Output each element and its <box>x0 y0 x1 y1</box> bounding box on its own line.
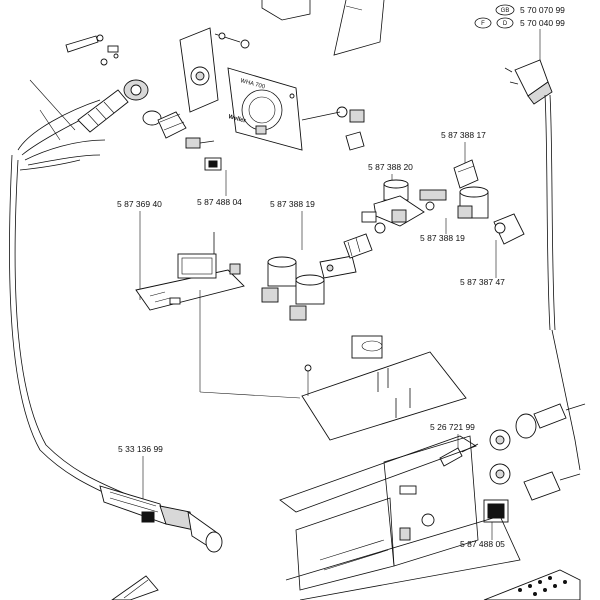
label-pcb: 5 87 369 40 <box>117 199 162 209</box>
top-bracket <box>261 0 385 56</box>
hot-air-pencil: 5 33 136 99 <box>99 444 223 553</box>
label-valve-left: 5 87 388 19 <box>270 199 315 209</box>
country-part-numbers: GB 5 70 070 99 F D 5 70 040 99 <box>474 4 565 60</box>
gb-badge: GB <box>495 4 515 16</box>
label-valve-right-fitting: 5 87 387 47 <box>460 277 505 287</box>
f-badge: F <box>474 17 492 29</box>
lower-housing <box>279 435 521 600</box>
pcb-assembly: 5 87 369 40 <box>117 199 245 311</box>
chassis-base-plate <box>199 290 467 441</box>
cable-bushing-lower <box>489 463 581 501</box>
perforated-cover <box>483 569 581 600</box>
valve-right-assembly: 5 87 388 17 5 87 388 19 5 87 387 47 <box>419 130 525 287</box>
connector-plug <box>77 79 149 133</box>
label-pressure-regulator: 5 87 388 20 <box>368 162 413 172</box>
switch-small <box>204 157 222 171</box>
label-valve-fitting-top: 5 87 388 17 <box>441 130 486 140</box>
cable-bundle <box>9 79 136 506</box>
pressure-regulator: 5 87 388 20 <box>361 162 425 234</box>
hot-air-pencil-stand <box>111 575 159 600</box>
svg-text:5 87 488 04: 5 87 488 04 <box>197 197 242 207</box>
svg-text:F: F <box>481 21 485 27</box>
gb-part-number: 5 70 070 99 <box>520 5 565 15</box>
power-socket: 5 87 488 05 <box>460 499 509 549</box>
potentiometer <box>185 137 215 149</box>
svg-text:GB: GB <box>501 8 510 14</box>
d-part-number: 5 70 040 99 <box>520 18 565 28</box>
label-fuse-holder: 5 26 721 99 <box>430 422 475 432</box>
right-screws <box>301 106 365 151</box>
label-cover-plate: 5 87 488 04 <box>197 170 242 207</box>
d-badge: D <box>496 17 514 29</box>
label-valve-right: 5 87 388 19 <box>420 233 465 243</box>
label-hot-air-pencil: 5 33 136 99 <box>118 444 163 454</box>
control-knob <box>142 110 187 139</box>
mains-plug <box>504 59 581 471</box>
screws-top-centre <box>214 32 250 49</box>
solenoid-valves-left: 5 87 388 19 <box>261 199 373 321</box>
screws-top-left <box>65 34 119 66</box>
svg-text:D: D <box>503 21 508 27</box>
label-power-socket: 5 87 488 05 <box>460 539 505 549</box>
front-control-panel: WHA 700 Weller <box>179 27 303 151</box>
panel-brand-label: Weller <box>227 114 246 125</box>
cable-bushing-upper <box>489 403 586 451</box>
